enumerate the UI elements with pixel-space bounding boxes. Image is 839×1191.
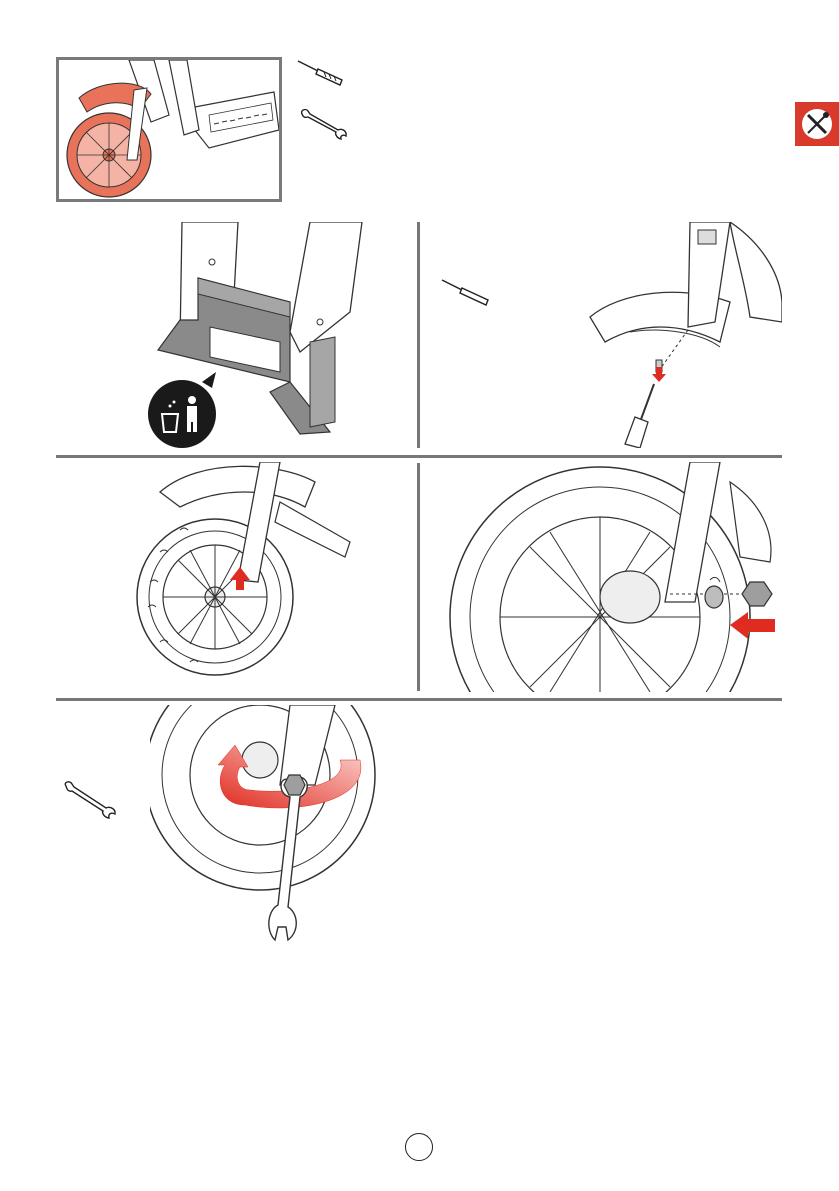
step-remove-packaging [140,222,400,448]
trash-disposal-icon [148,372,216,448]
step-tighten-nut [150,705,410,945]
page-number [405,1133,433,1161]
tools-badge-icon [795,102,839,146]
step-attach-washer-nut [430,462,782,692]
step-insert-axle [130,462,406,692]
divider [56,455,782,458]
divider [417,463,420,691]
divider [56,698,782,701]
screwdriver-icon [442,280,488,305]
step-remove-fender-screw [430,222,782,448]
wrench-icon [60,780,120,820]
divider [417,222,420,448]
wrench-icon [298,108,350,140]
screwdriver-icon [296,58,348,86]
overview-thumbnail [56,57,282,202]
